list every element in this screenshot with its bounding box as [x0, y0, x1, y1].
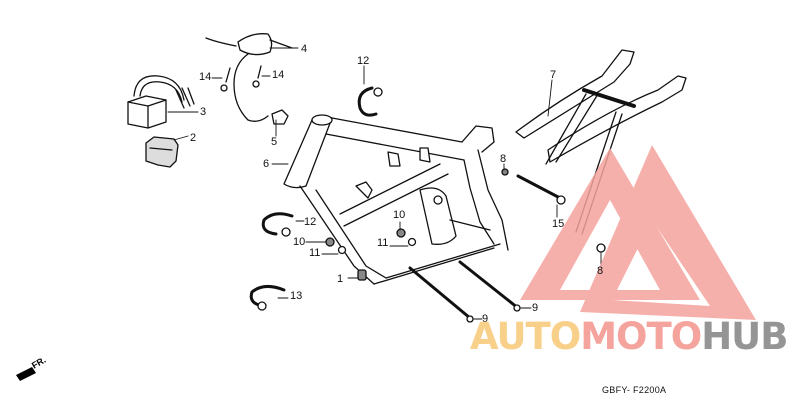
part-2-rubber-mount	[145, 136, 179, 168]
callout-11-left: 11	[309, 247, 321, 259]
callout-12-side: 12	[304, 216, 317, 228]
part-9-bolt-upper	[458, 260, 521, 312]
callout-9-lower: 9	[482, 313, 489, 325]
callout-6: 6	[263, 158, 270, 170]
callout-14-right: 14	[272, 69, 285, 81]
part-4-ignition-coil	[205, 33, 293, 122]
callout-10-right: 10	[393, 209, 406, 221]
callout-12-top: 12	[357, 55, 370, 67]
part-15-bolt	[516, 174, 566, 205]
part-6-main-frame	[283, 114, 509, 285]
callout-10-left: 10	[293, 236, 306, 248]
part-14-bolt-left	[220, 67, 231, 92]
callout-14-left: 14	[199, 71, 212, 83]
callout-15: 15	[552, 218, 565, 230]
callout-2: 2	[190, 132, 197, 144]
leader-lines	[167, 47, 602, 320]
part-8-bolt-lower	[596, 243, 606, 253]
part-10-nut-left	[325, 237, 335, 247]
callout-11-right: 11	[377, 237, 389, 249]
callout-8-lower: 8	[597, 265, 604, 277]
front-direction-arrow-icon	[6, 367, 36, 382]
callout-7: 7	[550, 69, 557, 81]
part-10-nut-right	[396, 228, 406, 238]
callout-4: 4	[301, 43, 308, 55]
diagram-code: GBFY- F2200A	[602, 385, 667, 395]
callout-8-upper: 8	[500, 153, 507, 165]
part-3-cdi-unit	[127, 75, 195, 129]
callout-9-upper: 9	[532, 302, 539, 314]
watermark-hub: HUB	[701, 315, 788, 358]
part-9-bolt-lower	[408, 266, 474, 323]
part-12-clamp-top	[357, 86, 383, 117]
watermark-logo-triangles	[520, 145, 756, 320]
watermark-auto: AUTO	[470, 315, 581, 358]
callout-13: 13	[290, 290, 303, 302]
part-13-clamp	[249, 285, 286, 311]
part-11-washer-left	[337, 245, 347, 255]
part-1-collar	[357, 269, 367, 281]
callout-5: 5	[271, 136, 278, 148]
callout-1: 1	[337, 273, 344, 285]
watermark-moto: MOTO	[580, 315, 702, 358]
part-12-clamp-side	[261, 212, 294, 237]
callout-3: 3	[200, 106, 207, 118]
part-14-bolt-right	[252, 65, 262, 88]
watermark-brand-text: AUTOMOTOHUB	[470, 315, 788, 358]
part-8-bolt-upper	[501, 168, 509, 176]
part-5-fitting	[271, 109, 289, 125]
part-11-washer-right	[407, 237, 417, 247]
